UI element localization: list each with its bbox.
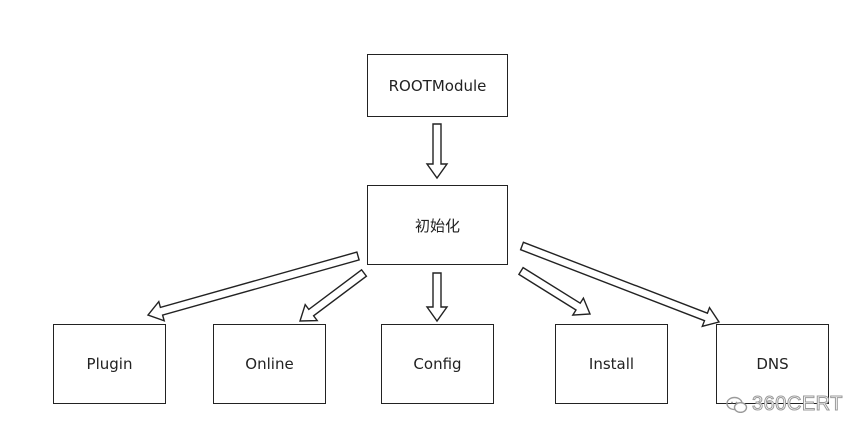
arrow-init-plugin: [146, 251, 360, 322]
node-config: Config: [381, 324, 494, 404]
arrow-init-dns: [519, 241, 721, 328]
watermark: 360CERT: [726, 393, 843, 416]
arrow-root-init: [425, 123, 449, 180]
arrow-init-config: [425, 272, 449, 323]
node-online: Online: [213, 324, 326, 404]
node-root-module: ROOTModule: [367, 54, 508, 117]
node-init: 初始化: [367, 185, 508, 265]
arrow-init-online: [299, 268, 368, 322]
node-plugin: Plugin: [53, 324, 166, 404]
wechat-icon: [726, 396, 748, 413]
watermark-text: 360CERT: [752, 393, 843, 416]
node-install: Install: [555, 324, 668, 404]
node-dns: DNS: [716, 324, 829, 404]
arrow-init-install: [517, 266, 592, 316]
